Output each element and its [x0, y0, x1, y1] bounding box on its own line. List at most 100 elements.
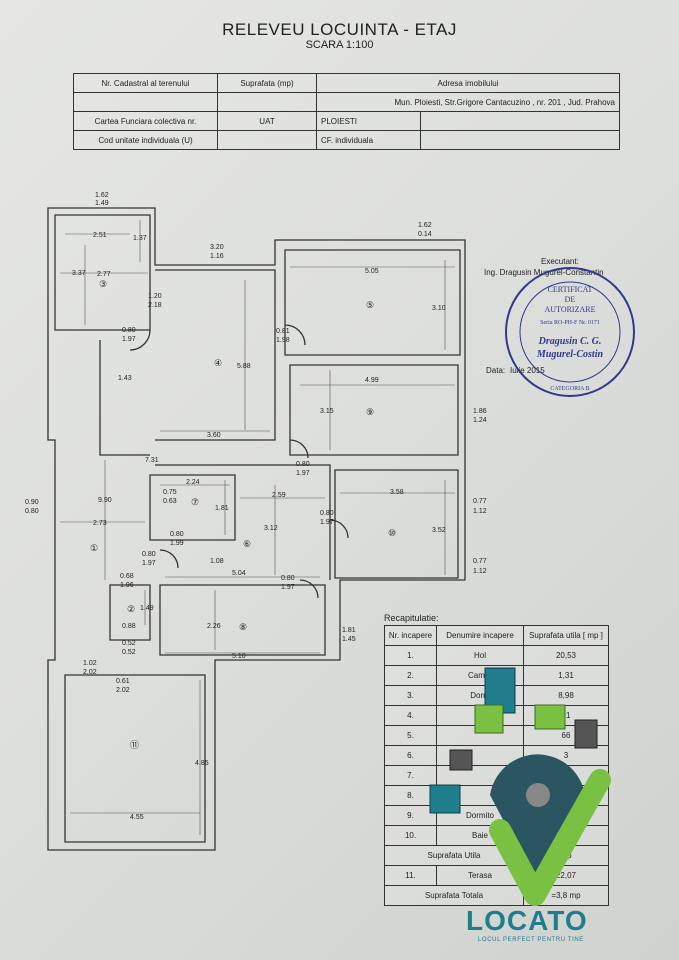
building-icon [534, 704, 566, 730]
room-5-wall [284, 249, 461, 356]
room-number-3: ③ [99, 279, 107, 289]
recap-head-sup: Suprafata utila [ mp ] [523, 625, 609, 646]
executant-name: Ing. Dragusin Mugurel-Constantin [484, 268, 604, 277]
room-numbers: ① ② ③ ④ ⑤ ⑥ ⑦ ⑧ ⑨ ⑩ ⑪ [90, 279, 396, 750]
room-number-4: ④ [214, 358, 222, 368]
dim-label: 2.51 [93, 232, 107, 239]
stamp-line: AUTORIZARE [545, 305, 596, 314]
dim-label: 7.31 [145, 457, 159, 464]
dim-label: 0.75 [163, 489, 177, 496]
dim-label: 1.96 [120, 582, 134, 589]
info-table: Nr. Cadastral al terenului Suprafata (mp… [73, 73, 620, 150]
recap-title: Recapitulatie: [384, 613, 439, 623]
room-number-2: ② [127, 604, 135, 614]
checkmark-icon [489, 769, 611, 906]
dim-label: 1.37 [133, 235, 147, 242]
stamp-line: DE [565, 295, 576, 304]
dim-label: 1.62 [95, 192, 109, 199]
dimension-labels: 1.62 1.49 2.51 1.37 3.37 2.77 3.20 1.16 … [25, 192, 487, 821]
dim-label: 2.02 [116, 687, 130, 694]
dim-label: 1.97 [142, 560, 156, 567]
room-number-7: ⑦ [191, 497, 199, 507]
dim-label: 1.49 [140, 605, 154, 612]
room-number-6: ⑥ [243, 539, 251, 549]
dim-label: 1.98 [276, 337, 290, 344]
dim-label: 5.05 [365, 268, 379, 275]
dim-label: 0.14 [418, 231, 432, 238]
room-11-wall [64, 674, 206, 843]
stamp-line: CERTIFICAT [548, 285, 593, 294]
dim-label: 3.52 [432, 527, 446, 534]
location-pin-icon [490, 754, 586, 890]
stamp-outer-ring [505, 267, 635, 397]
dim-label: 0.90 [25, 499, 39, 506]
dim-label: 1.08 [210, 558, 224, 565]
room-number-9: ⑨ [366, 407, 374, 417]
dim-label: 1.81 [342, 627, 356, 634]
dim-label: 1.99 [170, 540, 184, 547]
dim-label: 0.68 [120, 573, 134, 580]
dim-label: 4.99 [365, 377, 379, 384]
stamp-inner-ring [519, 281, 621, 383]
dim-label: 0.52 [122, 640, 136, 647]
authorization-stamp: CERTIFICAT DE AUTORIZARE Seria RO-PH-F N… [505, 267, 635, 397]
room-7-wall [149, 474, 236, 541]
total-label: Suprafata Totala [384, 885, 524, 906]
room-9-wall [289, 364, 459, 456]
dim-label: 5.88 [237, 363, 251, 370]
dim-label: 2.24 [186, 479, 200, 486]
dim-label: 2.59 [272, 492, 286, 499]
dim-label: 0.52 [122, 649, 136, 656]
dim-label: 3.10 [432, 305, 446, 312]
dim-label: 2.18 [148, 302, 162, 309]
dim-label: 3.58 [390, 489, 404, 496]
dim-label: 2.26 [207, 623, 221, 630]
dim-label: 1.97 [281, 584, 295, 591]
building-icon [429, 784, 461, 814]
dim-label: 3.37 [72, 270, 86, 277]
dim-label: 0.63 [163, 498, 177, 505]
dim-label: 1.02 [83, 660, 97, 667]
dim-label: 1.81 [215, 505, 229, 512]
dim-label: 0.80 [142, 551, 156, 558]
dim-label: 1.49 [95, 200, 109, 207]
logo-buildings [429, 667, 598, 814]
dim-label: 1.24 [473, 417, 487, 424]
room-10-wall [334, 469, 459, 579]
door-arc [284, 324, 306, 346]
dim-label: 1.97 [320, 519, 334, 526]
dim-label: 0.77 [473, 498, 487, 505]
logo-name: LOCATO [466, 905, 588, 936]
dim-label: 2.02 [83, 669, 97, 676]
dim-label: 3.60 [207, 432, 221, 439]
dim-label: 0.80 [281, 575, 295, 582]
room-number-10: ⑩ [388, 528, 396, 538]
recap-head-nr: Nr. incapere [384, 625, 437, 646]
dim-label: 0.81 [276, 328, 290, 335]
room-number-8: ⑧ [239, 622, 247, 632]
dim-label: 1.97 [122, 336, 136, 343]
room-4-wall [155, 269, 276, 441]
recap-head-den: Denumire incapere [436, 625, 524, 646]
door-arc [329, 519, 349, 539]
cf-value [420, 130, 620, 150]
building-icon [449, 749, 473, 771]
dim-label: 0.88 [122, 623, 136, 630]
dim-label: 1.86 [473, 408, 487, 415]
stamp-name: Mugurel-Costin [536, 349, 604, 360]
outer-wall [47, 207, 466, 851]
dim-label: 1.62 [418, 222, 432, 229]
dim-label: 0.80 [122, 327, 136, 334]
hall-wall [99, 340, 150, 456]
room-number-1: ① [90, 543, 98, 553]
scale-label: SCARA 1:100 [305, 39, 374, 51]
dim-label: 0.77 [473, 558, 487, 565]
dim-label: 1.12 [473, 568, 487, 575]
dim-label: 1.43 [118, 375, 132, 382]
door-arc [159, 549, 179, 569]
dim-label: 9.90 [98, 497, 112, 504]
date-value: Iulie 2015 [510, 366, 545, 375]
dim-label: 1.20 [148, 293, 162, 300]
building-icon [574, 719, 598, 749]
